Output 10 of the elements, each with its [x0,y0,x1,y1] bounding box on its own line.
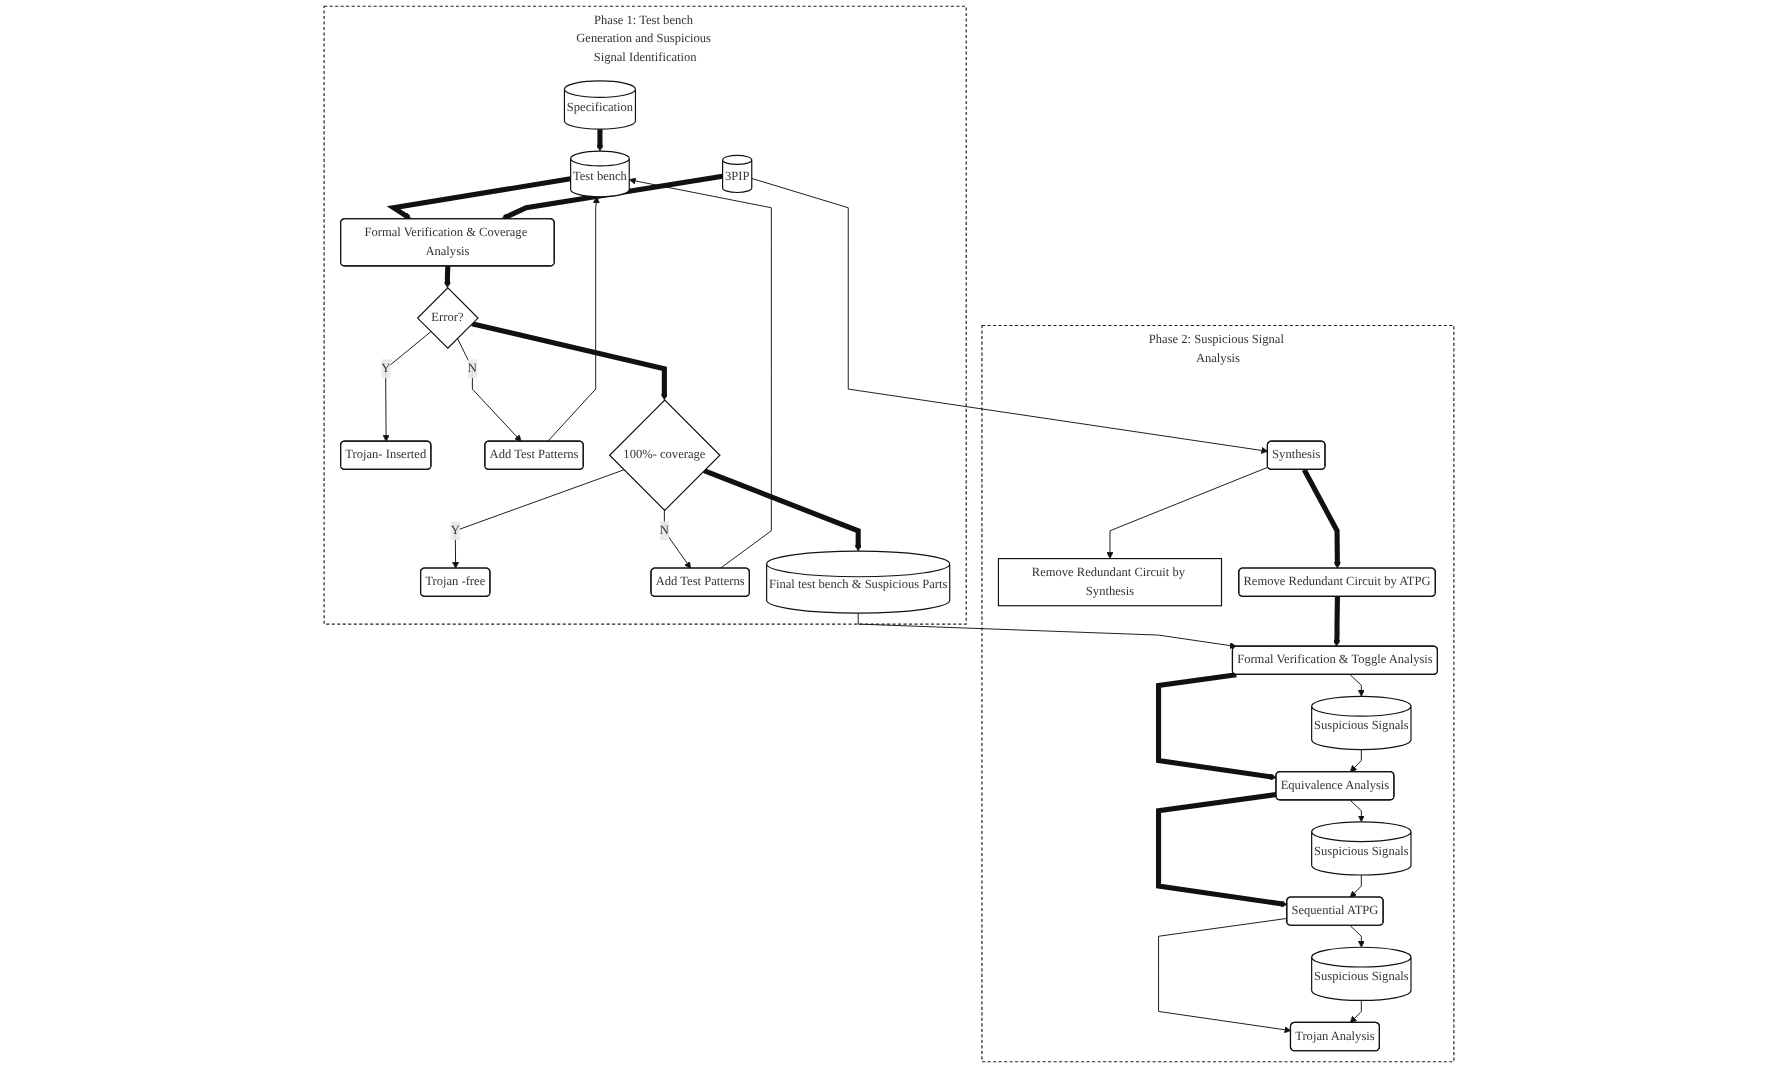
arrow [1156,791,1288,908]
arrow [501,173,723,221]
arrow [471,321,668,401]
arrow [596,129,604,152]
arrow [386,176,572,220]
arrow [703,468,862,552]
arrow [1333,596,1341,647]
arrow [443,266,451,289]
arrow [1301,468,1341,569]
arrow [1156,672,1277,781]
